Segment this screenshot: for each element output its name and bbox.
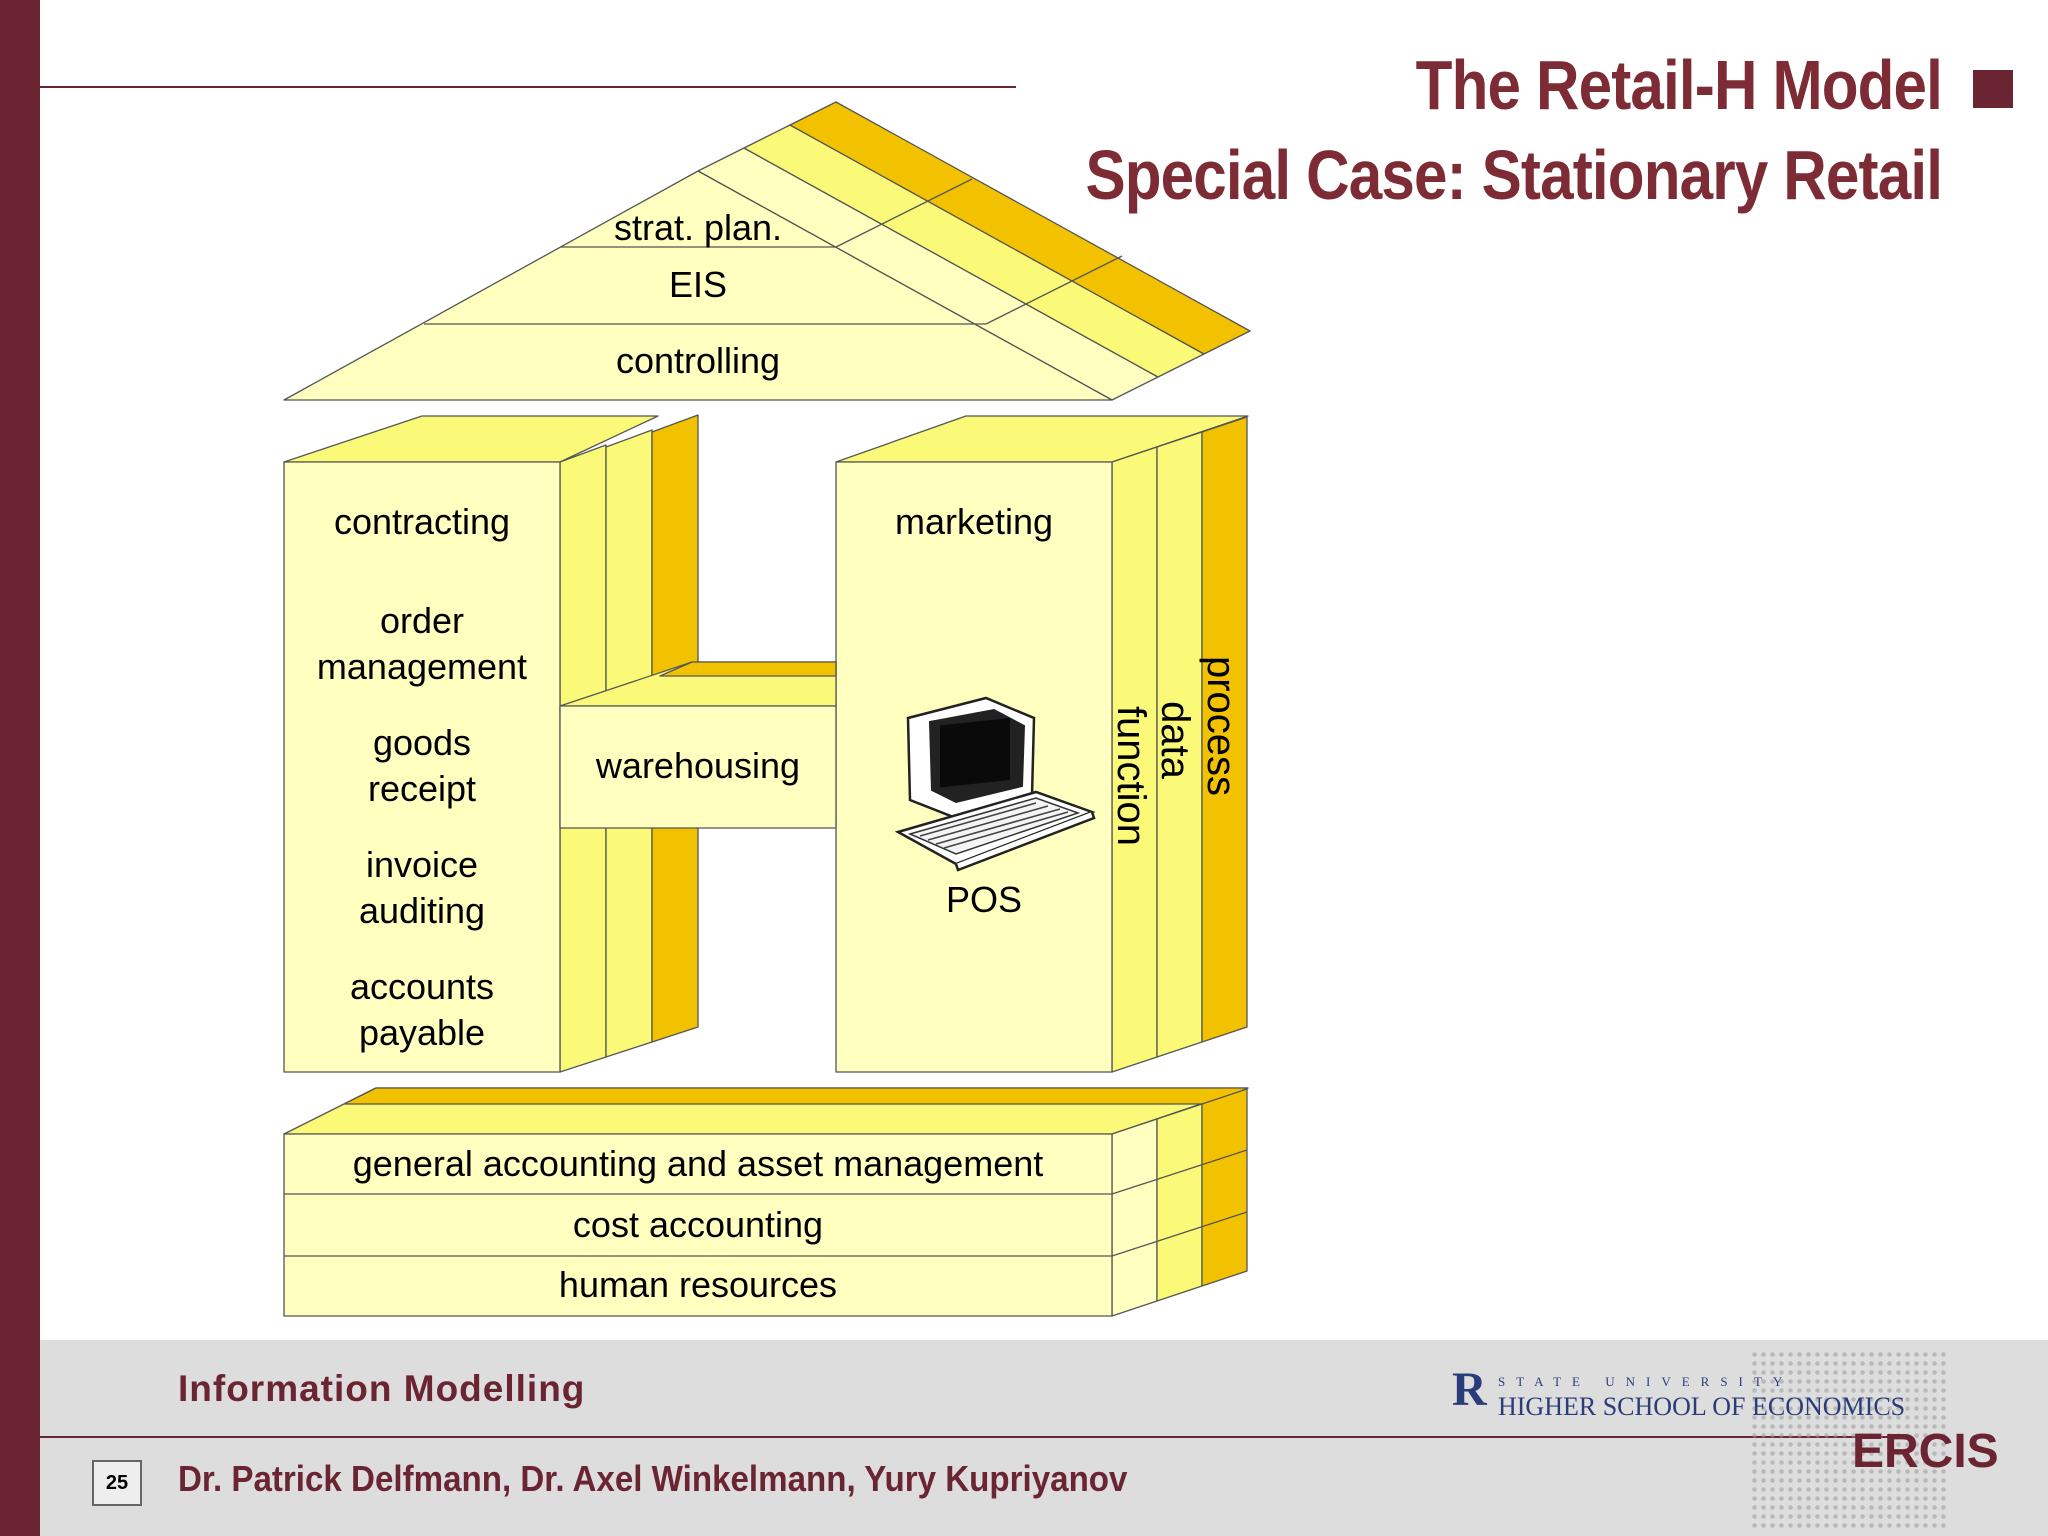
retail-h-labels: strat. plan. EIS controlling contracting ord… xyxy=(317,207,1243,1305)
ercis-map-dots xyxy=(1750,1350,1950,1530)
footer-divider-line xyxy=(40,1436,1900,1438)
base-top-gold xyxy=(343,1087,1249,1105)
left-pillar-front xyxy=(283,461,561,1073)
base-side-layer xyxy=(1201,1088,1248,1287)
left-column-label: order xyxy=(380,600,464,641)
bridge-label: warehousing xyxy=(595,745,800,786)
roof-depth-line xyxy=(835,178,973,248)
page-number: 25 xyxy=(92,1460,142,1506)
left-column-label: contracting xyxy=(334,501,510,542)
pos-label: POS xyxy=(946,879,1022,920)
slide-subtitle: Special Case: Stationary Retail xyxy=(1085,136,1942,214)
left-column-label: goods xyxy=(373,722,471,763)
bridge-top-gold xyxy=(659,661,837,677)
hse-logo-mark: R xyxy=(1452,1363,1487,1416)
roof-front xyxy=(283,170,1113,401)
hse-logo-line2: HIGHER SCHOOL OF ECONOMICS xyxy=(1498,1392,1906,1421)
left-column-label: accounts xyxy=(350,966,494,1007)
bridge-front xyxy=(559,705,837,829)
authors-line: Dr. Patrick Delfmann, Dr. Axel Winkelman… xyxy=(178,1458,1128,1499)
roof-depth-line xyxy=(985,255,1123,325)
ercis-logo: ERCIS xyxy=(1852,1425,1999,1478)
left-column-label: auditing xyxy=(359,890,485,931)
retail-h-shapes xyxy=(283,101,1251,1317)
left-column-label: invoice xyxy=(366,844,478,885)
top-divider-line xyxy=(40,86,1016,88)
side-layer-label: data xyxy=(1153,701,1197,780)
left-column-label: payable xyxy=(359,1012,485,1053)
footer-band xyxy=(40,1340,2048,1536)
base-side-layer xyxy=(1156,1103,1203,1302)
base-front xyxy=(283,1133,1113,1317)
roof-depth-layer xyxy=(789,101,1251,355)
course-title: Information Modelling xyxy=(178,1368,586,1409)
left-accent-bar xyxy=(0,0,40,1536)
side-layer-label: process xyxy=(1199,656,1243,796)
retail-h-diagram: strat. plan. EIS controlling contracting ord… xyxy=(283,101,1251,1317)
right-column-label: marketing xyxy=(895,501,1053,542)
slide-title: The Retail-H Model xyxy=(1415,46,1943,124)
base-side-line xyxy=(1111,1211,1248,1257)
hse-logo-line1: STATE UNIVERSITY xyxy=(1498,1374,1794,1389)
roof-tier-label: strat. plan. xyxy=(614,207,782,248)
base-side-line xyxy=(1111,1149,1248,1195)
side-layer-label: function xyxy=(1109,706,1153,846)
left-column-label: receipt xyxy=(368,768,476,809)
base-row-label: cost accounting xyxy=(573,1204,823,1245)
roof-tier-label: controlling xyxy=(616,340,780,381)
title-bullet-square xyxy=(1973,70,2013,108)
base-side-layer xyxy=(1111,1118,1158,1317)
left-column-label: management xyxy=(317,646,527,687)
right-pillar-side-layer xyxy=(1201,416,1248,1043)
roof-tier-label: EIS xyxy=(669,264,727,305)
base-row-label: human resources xyxy=(559,1264,837,1305)
base-row-label: general accounting and asset management xyxy=(353,1143,1043,1184)
computer-terminal-icon xyxy=(894,696,1096,872)
